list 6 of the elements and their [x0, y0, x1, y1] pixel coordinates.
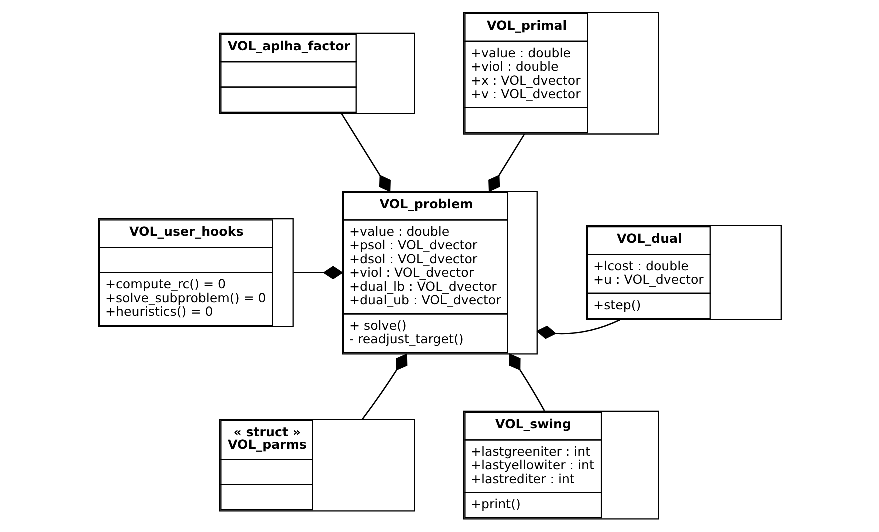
- connector: [488, 134, 525, 192]
- connector: [293, 266, 343, 280]
- connector: [536, 319, 620, 340]
- connector: [362, 354, 408, 420]
- connector: [508, 354, 545, 412]
- connector: [340, 114, 390, 192]
